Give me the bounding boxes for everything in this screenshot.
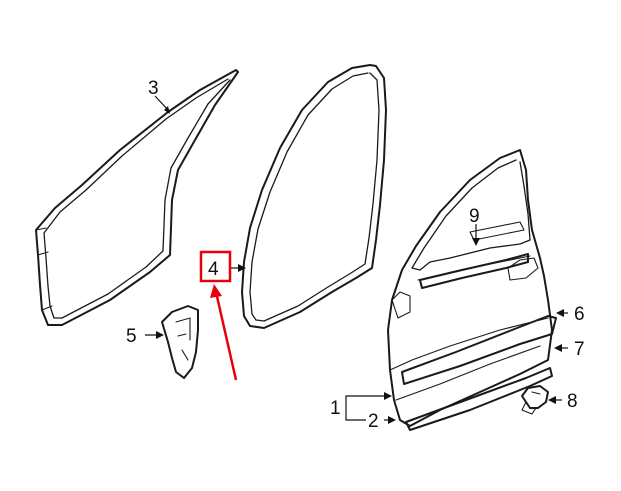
front-door-shell	[387, 149, 553, 427]
door-molding-upper	[401, 315, 557, 385]
callout-3: 3	[148, 78, 159, 99]
highlight-callout-4	[199, 250, 238, 381]
callout-4: 4	[208, 259, 219, 280]
callout-5: 5	[126, 326, 137, 347]
callout-labels: 3 4 5 9 6 7 8 1 2	[126, 78, 585, 432]
callout-7: 7	[574, 339, 585, 360]
callout-1: 1	[330, 398, 341, 419]
callout-8: 8	[567, 391, 578, 412]
leader-lines	[145, 95, 568, 424]
door-weatherstrip	[241, 64, 387, 329]
callout-6: 6	[574, 304, 585, 325]
door-molding-lower	[405, 367, 553, 431]
belt-molding	[419, 221, 529, 289]
corner-insulator	[161, 305, 199, 379]
highlight-arrowhead	[210, 284, 222, 298]
callout-9: 9	[469, 206, 480, 227]
callout-2: 2	[368, 411, 379, 432]
body-opening-weatherstrip	[35, 69, 239, 326]
highlight-arrow-line	[214, 291, 238, 381]
molding-clip	[521, 385, 549, 415]
highlight-box	[199, 250, 232, 283]
